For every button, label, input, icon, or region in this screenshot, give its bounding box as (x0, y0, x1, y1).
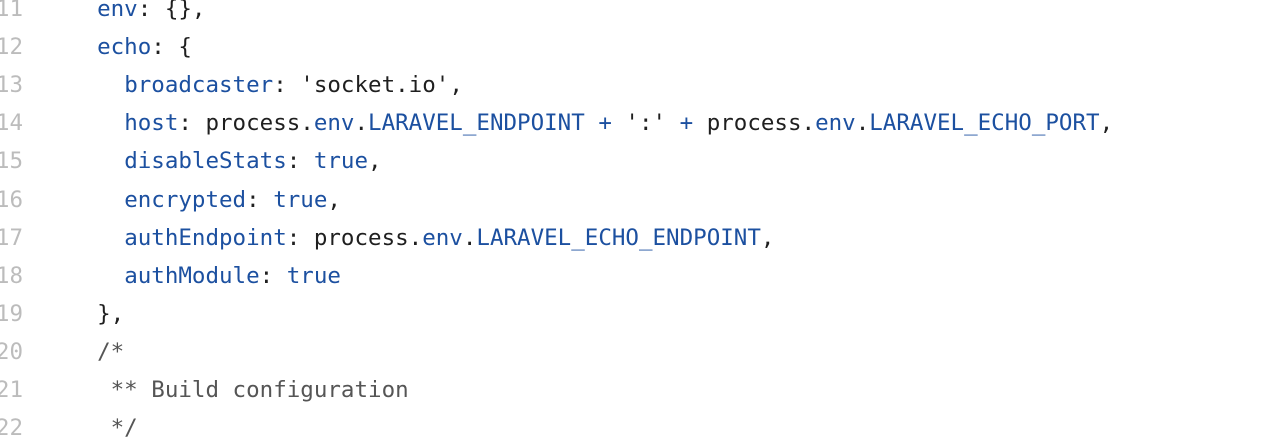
code-text: authModule: true (70, 263, 341, 289)
code-line[interactable]: 12 echo: { (0, 28, 1280, 66)
indent (70, 148, 124, 174)
code-token: : {}, (137, 0, 206, 23)
code-token: , (368, 148, 382, 175)
code-token: LARAVEL_ECHO_ENDPOINT (476, 224, 761, 251)
code-text: disableStats: true, (70, 148, 382, 175)
code-text: }, (70, 301, 124, 327)
code-token: : (246, 186, 274, 213)
code-text: /* (70, 339, 124, 365)
code-token: , (1099, 110, 1114, 137)
code-line[interactable]: 20 /* (0, 333, 1280, 371)
line-number: 13 (0, 72, 23, 99)
code-line[interactable]: 17 authEndpoint: process.env.LARAVEL_ECH… (0, 219, 1280, 257)
code-token: : { (151, 34, 192, 61)
code-token: 'socket.io' (300, 72, 450, 99)
code-line[interactable]: 19 }, (0, 295, 1280, 333)
code-token: + (666, 110, 707, 137)
code-line[interactable]: 16 encrypted: true, (0, 180, 1280, 218)
indent (70, 187, 124, 213)
code-token: : (286, 148, 314, 175)
line-number: 19 (0, 300, 23, 327)
code-token: authEndpoint (124, 224, 287, 251)
code-token: env (97, 0, 138, 23)
line-number: 21 (0, 376, 23, 403)
code-token: env (815, 110, 856, 137)
code-token: host (124, 110, 179, 137)
code-token: env (313, 110, 355, 137)
code-token: : (259, 262, 287, 289)
code-token: . (855, 110, 870, 137)
code-token: : (273, 72, 301, 99)
indent (70, 377, 97, 403)
code-token: LARAVEL_ENDPOINT (368, 110, 585, 137)
code-token: . (354, 110, 369, 137)
indent (70, 263, 124, 289)
code-text: authEndpoint: process.env.LARAVEL_ECHO_E… (70, 225, 774, 251)
code-token: true (286, 262, 341, 289)
code-token: encrypted (124, 186, 247, 213)
code-line[interactable]: 18 authModule: true (0, 257, 1280, 295)
indent (70, 415, 97, 441)
line-number: 16 (0, 186, 23, 213)
code-token: */ (97, 415, 138, 442)
indent (70, 301, 97, 327)
line-number: 12 (0, 34, 23, 61)
line-number: 11 (0, 0, 23, 23)
line-number: 14 (0, 110, 23, 137)
code-token: : process. (286, 224, 423, 251)
indent (70, 72, 124, 98)
code-line[interactable]: 14 host: process.env.LARAVEL_ENDPOINT + … (0, 104, 1280, 142)
code-text: broadcaster: 'socket.io', (70, 72, 463, 98)
code-token: , (327, 186, 341, 213)
indent (70, 110, 124, 136)
code-token: echo (97, 34, 152, 61)
code-text: encrypted: true, (70, 187, 341, 213)
line-number: 17 (0, 224, 23, 251)
code-text: host: process.env.LARAVEL_ENDPOINT + ':'… (70, 110, 1113, 136)
code-line[interactable]: 11 env: {}, (0, 0, 1280, 28)
code-token: broadcaster (124, 72, 274, 99)
indent (70, 339, 97, 365)
code-token: , (449, 72, 463, 99)
code-text: echo: { (70, 34, 192, 60)
line-number: 18 (0, 262, 23, 289)
code-text: */ (70, 415, 138, 441)
code-token: true (313, 148, 369, 175)
code-token: process. (706, 110, 816, 137)
indent (70, 0, 97, 22)
code-token: /* (97, 338, 125, 365)
code-token: env (422, 224, 463, 251)
code-token: true (273, 186, 328, 213)
code-token: ':' (625, 110, 667, 137)
code-line[interactable]: 22 */ (0, 409, 1280, 447)
code-line[interactable]: 21 ** Build configuration (0, 371, 1280, 409)
code-token: disableStats (124, 148, 287, 175)
code-token: : process. (178, 110, 314, 137)
code-token: , (760, 224, 775, 251)
code-token: }, (97, 300, 125, 327)
code-line[interactable]: 13 broadcaster: 'socket.io', (0, 66, 1280, 104)
code-text: ** Build configuration (70, 377, 409, 403)
line-number: 22 (0, 415, 23, 442)
code-token: ** Build configuration (97, 376, 409, 403)
line-number: 20 (0, 338, 23, 365)
code-token: . (462, 224, 477, 251)
code-token: + (584, 110, 626, 137)
code-token: LARAVEL_ECHO_PORT (869, 110, 1100, 137)
line-number: 15 (0, 148, 23, 175)
indent (70, 34, 97, 60)
code-text: env: {}, (70, 0, 205, 22)
code-token: authModule (124, 262, 260, 289)
indent (70, 225, 124, 251)
code-line[interactable]: 15 disableStats: true, (0, 142, 1280, 180)
